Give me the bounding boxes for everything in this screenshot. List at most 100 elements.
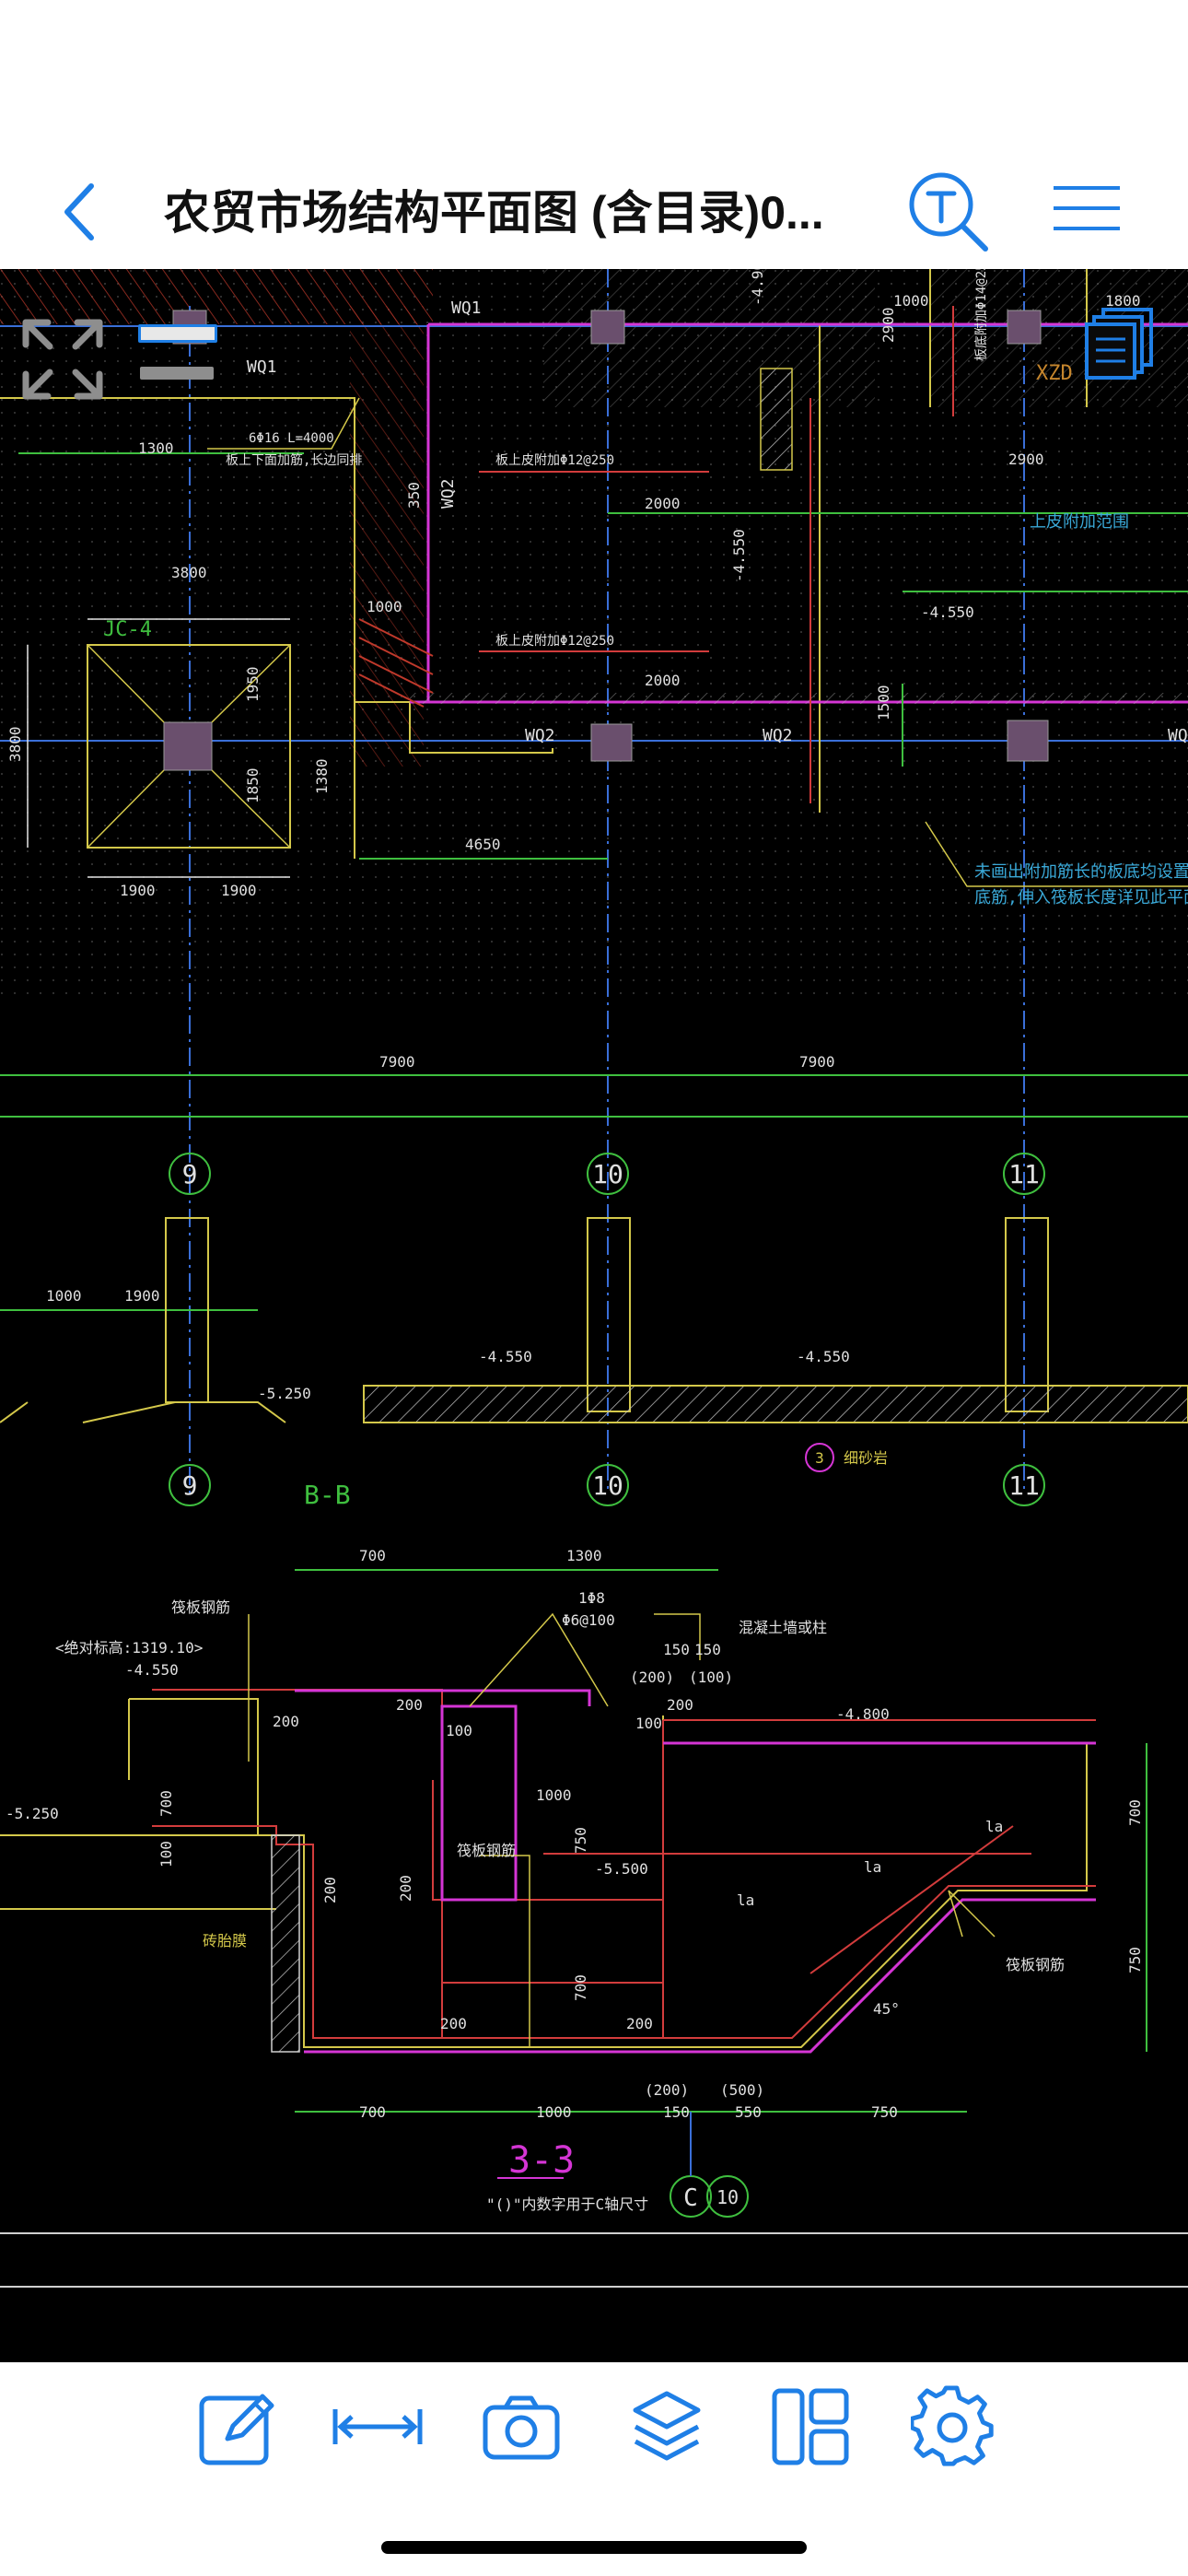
- dimension-text: (200): [630, 1669, 674, 1686]
- elevation-text: -5.250: [6, 1805, 59, 1822]
- footing-label: JC-4: [103, 618, 152, 641]
- rebar-note: 筏板钢筋: [457, 1842, 516, 1859]
- dimension-text: 750: [572, 1827, 589, 1854]
- fullscreen-button[interactable]: [18, 315, 111, 407]
- dimension-text: 4650: [465, 836, 501, 853]
- measure-distance-icon: [332, 2409, 423, 2444]
- elevation-text: -4.900: [749, 269, 766, 306]
- dimension-text: 2900: [1008, 451, 1044, 468]
- expand-arrows-icon: [22, 319, 103, 400]
- dimension-text: 350: [405, 482, 423, 509]
- dimension-text: 200: [397, 1875, 414, 1902]
- dimension-text: 700: [572, 1974, 589, 2001]
- cad-drawing-canvas[interactable]: WQ1 WQ1 WQ2 WQ2 WQ2 WQ2 JC-4 XZD 1300 38…: [0, 269, 1188, 2362]
- column-label: XZD: [1036, 362, 1073, 385]
- rebar-note: 板底附加Φ14@250: [974, 269, 989, 361]
- menu-button[interactable]: [1050, 175, 1124, 241]
- dimension-text: 1000: [46, 1287, 82, 1305]
- dimension-text: 100: [446, 1722, 472, 1739]
- material-note: 砖胎膜: [203, 1932, 247, 1950]
- zone-note: 未画出附加筋长的板底均设置Φ12@250: [974, 862, 1188, 882]
- zoom-slider-handle[interactable]: [138, 324, 217, 343]
- rebar-note: 板上下面加筋,长边同排: [226, 452, 362, 468]
- dimension-text: 700: [157, 1790, 175, 1817]
- layers-icon: [633, 2391, 701, 2461]
- dimension-text: 750: [1126, 1947, 1144, 1973]
- dimension-text: 1900: [124, 1287, 160, 1305]
- dimension-text: 1380: [313, 758, 331, 794]
- dimension-text: 700: [359, 2103, 386, 2121]
- rebar-note: 筏板钢筋: [171, 1598, 230, 1616]
- back-button[interactable]: [48, 177, 112, 247]
- zone-note: 底筋,伸入筏板长度详见此平面图。: [974, 888, 1188, 907]
- dimension-text: 1800: [1105, 292, 1141, 310]
- dimension-text: 1500: [875, 685, 892, 720]
- dimension-text: 2000: [645, 672, 681, 689]
- measure-button[interactable]: [330, 2390, 425, 2464]
- dimension-text: (500): [720, 2081, 764, 2099]
- wall-label: WQ1: [451, 299, 482, 318]
- dimension-text: 700: [359, 1547, 386, 1564]
- axis-bubble: 10: [592, 1470, 623, 1501]
- settings-button[interactable]: [908, 2383, 996, 2471]
- zoom-slider-track[interactable]: [140, 367, 214, 380]
- dimension-text: 1000: [367, 598, 402, 615]
- dimension-text: 1000: [893, 292, 929, 310]
- camera-icon: [483, 2395, 560, 2460]
- lap-label: la: [737, 1891, 754, 1909]
- elevation-text: -4.550: [797, 1348, 850, 1365]
- dimension-text: (200): [645, 2081, 689, 2099]
- dimension-text: 100: [635, 1715, 662, 1732]
- dimension-text: 2900: [879, 307, 897, 343]
- material-note: 细砂岩: [844, 1449, 888, 1467]
- dimension-text: 200: [440, 2015, 467, 2032]
- axis-bubble: 9: [182, 1470, 198, 1501]
- axis-bubble: 10: [716, 2186, 739, 2208]
- layers-button[interactable]: [623, 2383, 711, 2471]
- dimension-text: 3800: [6, 726, 24, 762]
- text-search-button[interactable]: [903, 166, 995, 258]
- section-note: "()"内数字用于C轴尺寸: [486, 2195, 648, 2213]
- dimension-text: 7900: [379, 1053, 415, 1071]
- dimension-text: 2000: [645, 495, 681, 512]
- dimension-text: 1300: [138, 439, 174, 457]
- wall-label: WQ2: [763, 726, 793, 745]
- edit-annotation-icon: [199, 2394, 274, 2465]
- rebar-note: 板上皮附加Φ12@250: [495, 453, 614, 468]
- dimension-text: (100): [689, 1669, 733, 1686]
- dimension-text: 200: [626, 2015, 653, 2032]
- axis-bubble: 10: [592, 1159, 623, 1189]
- page-list-button[interactable]: [1083, 306, 1166, 389]
- dimension-text: 1000: [536, 2103, 572, 2121]
- screenshot-button[interactable]: [477, 2386, 565, 2469]
- elevation-text: -4.550: [730, 529, 748, 582]
- chevron-left-icon: [64, 183, 94, 240]
- section-title: 3-3: [508, 2139, 575, 2182]
- dimension-text: 200: [321, 1877, 339, 1903]
- edit-annotation-button[interactable]: [193, 2383, 282, 2471]
- dimension-text: 550: [735, 2103, 762, 2121]
- rebar-note: 6Φ16 L=4000: [249, 431, 334, 446]
- settings-gear-icon: [911, 2385, 994, 2466]
- dimension-text: 200: [396, 1696, 423, 1714]
- wall-label: WQ2: [1168, 726, 1188, 745]
- dimension-text: 3800: [171, 564, 207, 581]
- document-title: 农贸市场结构平面图 (含目录)0...: [164, 187, 824, 239]
- wall-label: WQ2: [438, 478, 458, 509]
- rebar-note: 1Φ8: [578, 1589, 605, 1607]
- elevation-note: <绝对标高:1319.10>: [55, 1639, 203, 1657]
- layout-button[interactable]: [766, 2383, 855, 2471]
- elevation-text: -4.550: [479, 1348, 532, 1365]
- axis-bubble: C: [683, 2184, 698, 2212]
- dimension-text: 1900: [221, 882, 257, 899]
- bottom-toolbar: [0, 2362, 1188, 2576]
- dimension-text: 1000: [536, 1786, 572, 1804]
- dimension-text: 7900: [799, 1053, 835, 1071]
- angle-text: 45°: [873, 2000, 900, 2018]
- home-indicator[interactable]: [381, 2541, 807, 2554]
- rebar-note: Φ6@100: [562, 1611, 615, 1629]
- dimension-text: 700: [1126, 1799, 1144, 1826]
- rebar-note: 筏板钢筋: [1006, 1956, 1065, 1973]
- dimension-text: 150: [694, 1641, 721, 1658]
- rebar-note: 混凝土墙或柱: [739, 1619, 827, 1636]
